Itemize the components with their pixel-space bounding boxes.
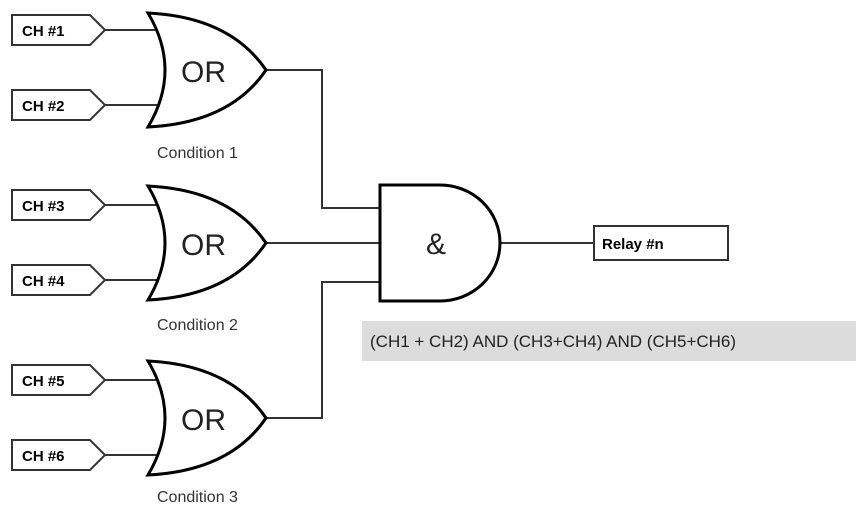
wires <box>105 29 594 456</box>
input-ch3: CH #3 <box>11 189 107 221</box>
input-ch5: CH #5 <box>11 364 107 396</box>
condition-2-label: Condition 2 <box>157 317 238 334</box>
or-gate-1-symbol: OR <box>181 56 226 89</box>
or-gate-3-symbol: OR <box>181 404 226 437</box>
wire-condition-1 <box>266 69 380 209</box>
or-gate-2-symbol: OR <box>181 229 226 262</box>
relay-output: Relay #n <box>593 225 729 261</box>
condition-1-label: Condition 1 <box>157 145 238 162</box>
input-ch6-label: CH #6 <box>22 448 65 465</box>
input-ch1-label: CH #1 <box>22 23 65 40</box>
logic-expression: (CH1 + CH2) AND (CH3+CH4) AND (CH5+CH6) <box>362 321 856 361</box>
or-gate-2: OR Condition 2 <box>145 184 268 334</box>
condition-3-label: Condition 3 <box>157 489 238 506</box>
input-ch1: CH #1 <box>11 14 107 46</box>
input-ch4-label: CH #4 <box>22 273 65 290</box>
input-ch4: CH #4 <box>11 264 107 296</box>
input-ch6: CH #6 <box>11 439 107 471</box>
logic-expression-text: (CH1 + CH2) AND (CH3+CH4) AND (CH5+CH6) <box>370 332 736 351</box>
relay-label: Relay #n <box>602 236 664 253</box>
and-gate-symbol: & <box>426 228 446 261</box>
or-gate-3: OR Condition 3 <box>145 359 268 506</box>
or-gate-1: OR Condition 1 <box>145 11 268 162</box>
input-ch2: CH #2 <box>11 89 107 121</box>
input-ch3-label: CH #3 <box>22 198 65 215</box>
wire-condition-3 <box>266 281 380 419</box>
and-gate: & <box>378 183 502 303</box>
input-ch2-label: CH #2 <box>22 98 65 115</box>
input-ch5-label: CH #5 <box>22 373 65 390</box>
